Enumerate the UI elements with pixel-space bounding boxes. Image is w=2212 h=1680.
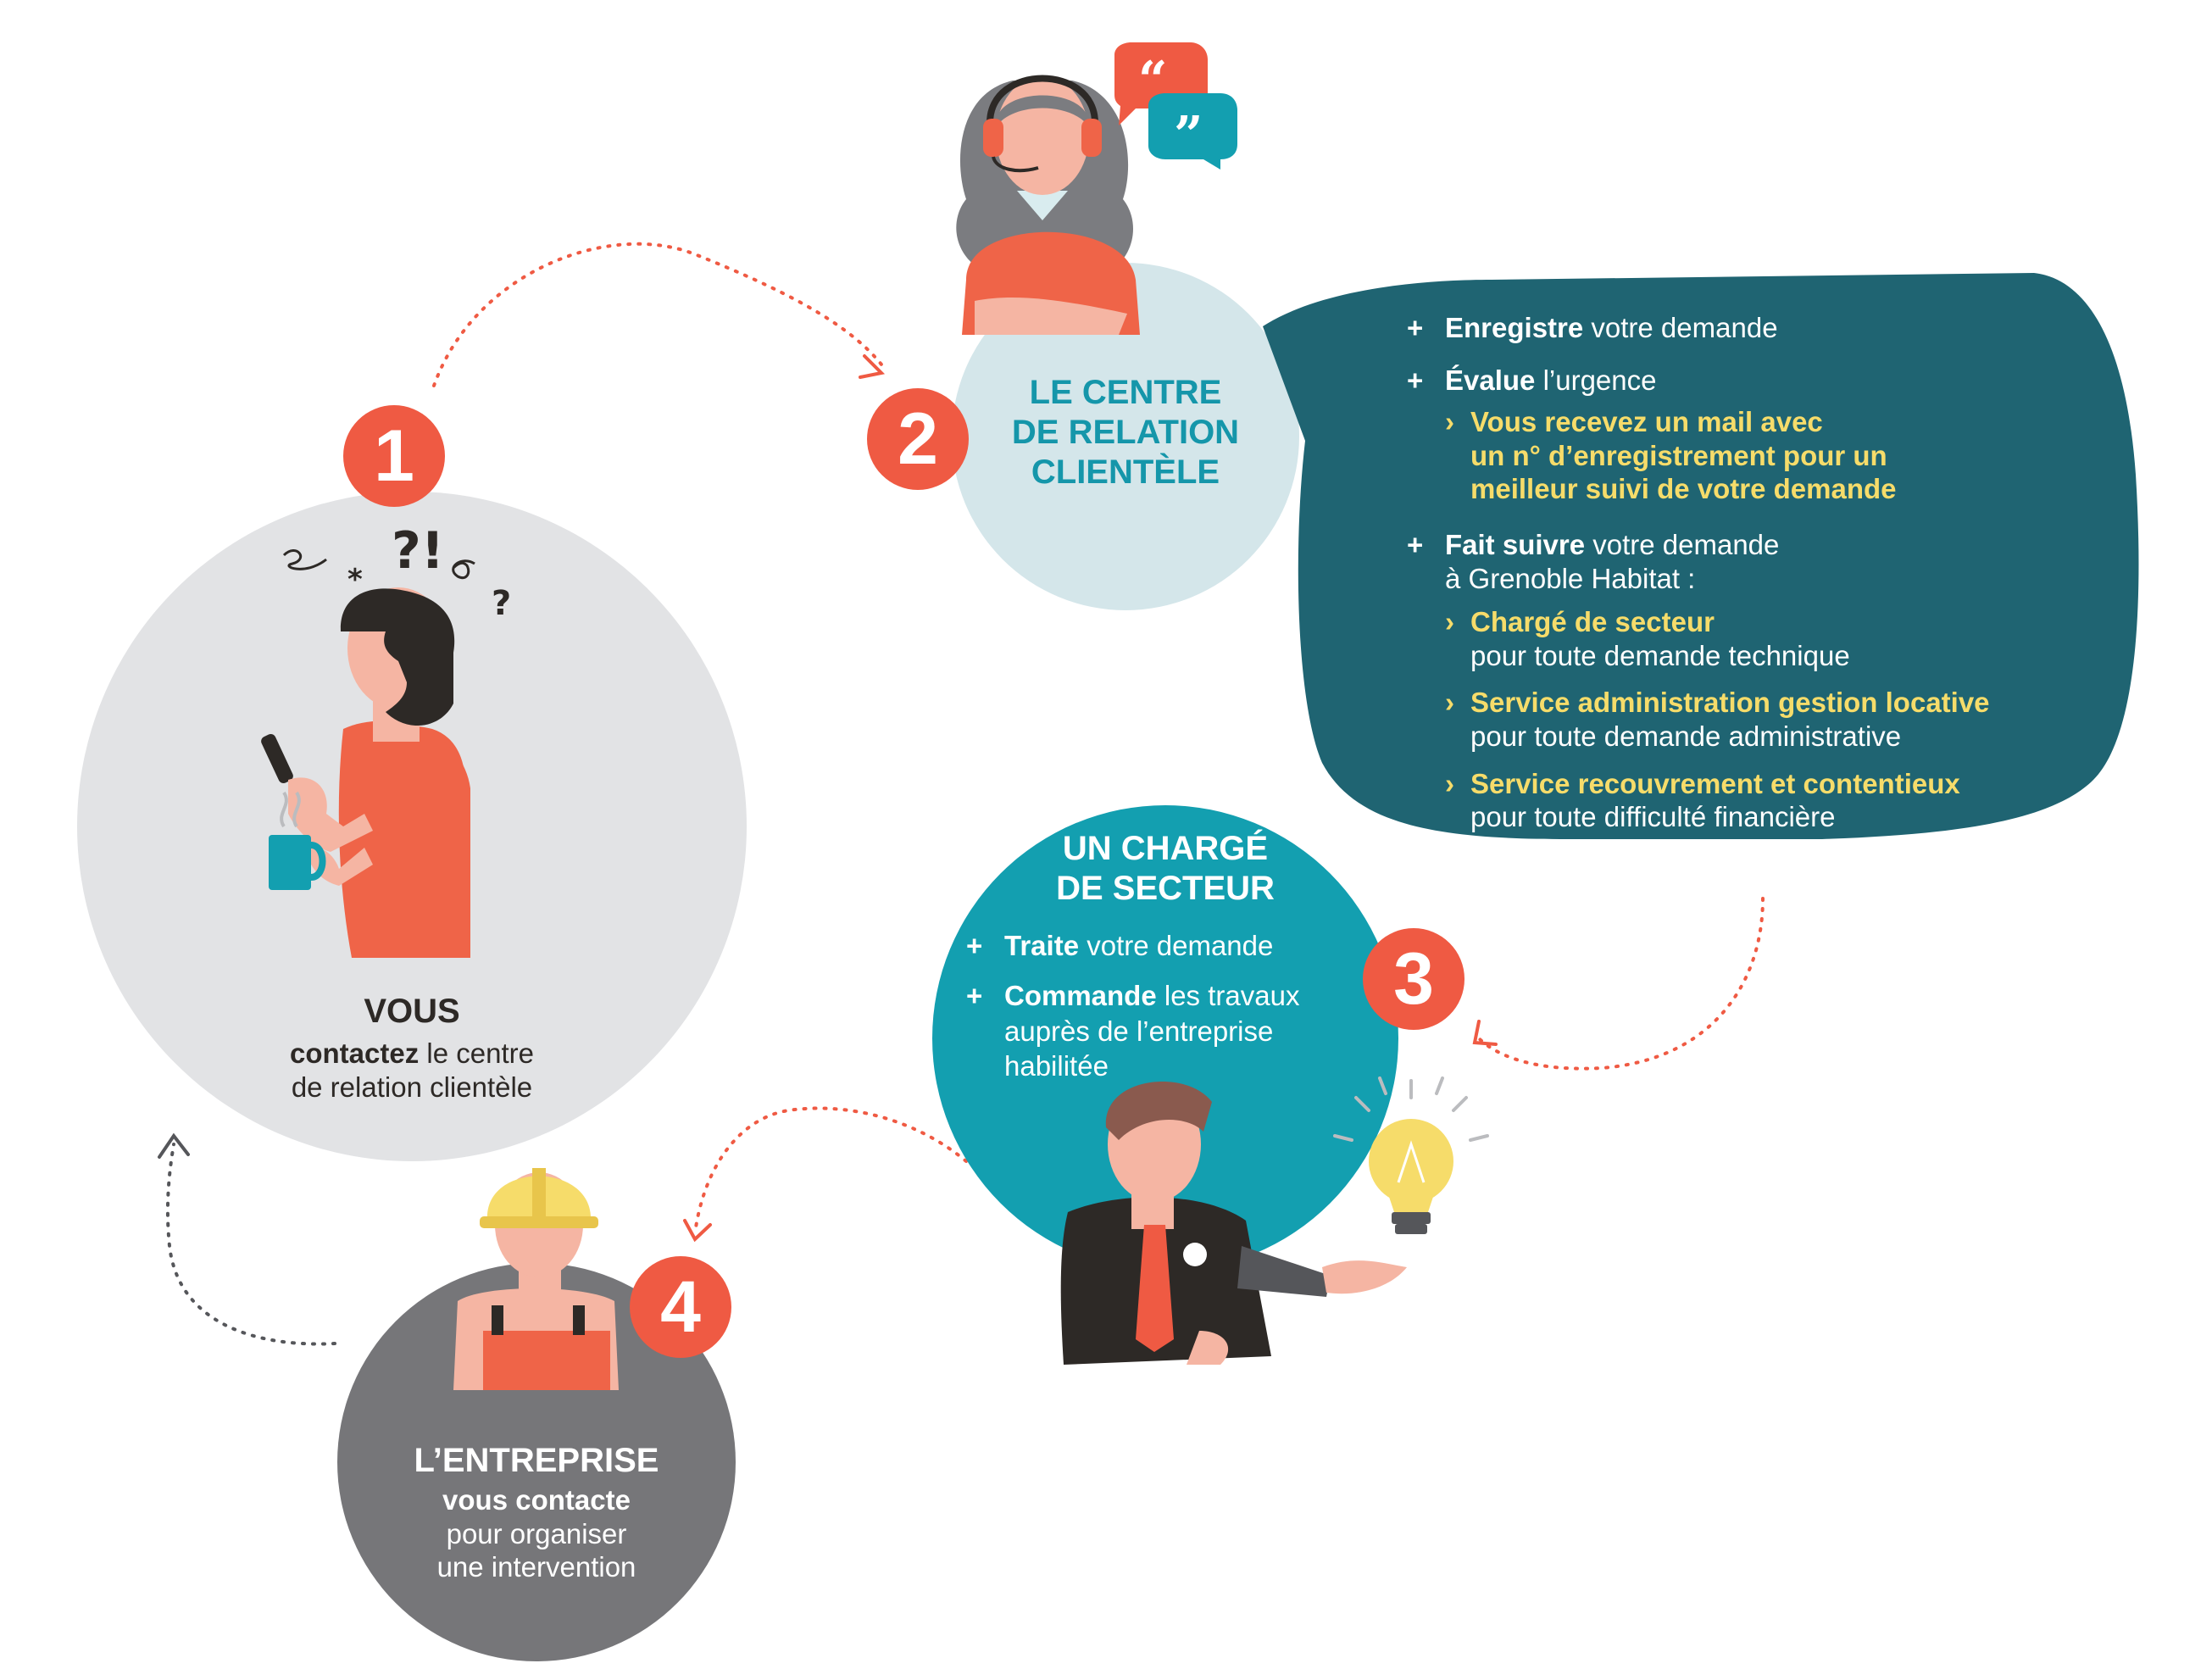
step-3-items: + Traite votre demande + Commande les tr… — [966, 928, 1364, 1083]
step-4-title: L’ENTREPRISE — [414, 1442, 659, 1479]
bubble-sub-desc: pour toute demande administrative — [1470, 720, 1902, 752]
step-3-item-rest: les travaux — [1156, 980, 1300, 1012]
svg-text:*: * — [347, 563, 363, 597]
chevron-right-icon: › — [1445, 406, 1454, 438]
svg-text:”: ” — [1174, 106, 1203, 165]
chevron-right-icon: › — [1445, 767, 1454, 799]
plus-icon: + — [966, 980, 983, 1012]
circle-step-4 — [337, 1263, 736, 1661]
bubble-sub-line: un n° d’enregistrement pour un — [1470, 439, 1887, 471]
bubble-item-register: + Enregistre votre demande — [1407, 311, 2110, 345]
bubble-item-bold: Évalue — [1445, 364, 1536, 396]
chevron-right-icon: › — [1445, 606, 1454, 638]
info-speech-bubble — [1263, 273, 2139, 839]
bubble-sub-desc: pour toute difficulté financière — [1470, 801, 1836, 833]
arrowhead-1 — [158, 1132, 190, 1159]
step-3-title: UN CHARGÉ DE SECTEUR — [996, 829, 1335, 909]
step-2-title-line: LE CENTRE — [1029, 374, 1222, 411]
arrowhead-4 — [683, 1219, 712, 1243]
sector-manager-with-lightbulb-icon — [1060, 1076, 1489, 1365]
bubble-sub-admin: › Service administration gestion locativ… — [1445, 686, 2110, 753]
bubble-sub-title: Service administration gestion locative — [1470, 687, 1990, 719]
bubble-sub-line: meilleur suivi de votre demande — [1470, 473, 1897, 505]
bubble-content: + Enregistre votre demande + Évalue l’ur… — [1407, 311, 2110, 834]
bubble-item-rest: votre demande — [1583, 312, 1778, 343]
chevron-right-icon: › — [1445, 687, 1454, 719]
step-1-title: VOUS — [364, 993, 460, 1030]
bubble-item-bold: Enregistre — [1445, 312, 1584, 343]
step-3-item-bold: Traite — [1004, 930, 1080, 961]
step-1-line2: de relation clientèle — [291, 1071, 533, 1103]
plus-icon: + — [1407, 312, 1424, 343]
bubble-item-forward: + Fait suivre votre demande à Grenoble H… — [1407, 528, 2110, 595]
step-1-bold: contactez — [290, 1037, 420, 1069]
step-2-title-line: DE RELATION — [1011, 414, 1240, 452]
bubble-item-evaluate: + Évalue l’urgence — [1407, 364, 2110, 398]
step-3-title-line: DE SECTEUR — [1056, 870, 1275, 908]
bubble-item-rest2: à Grenoble Habitat : — [1445, 562, 1696, 594]
bubble-sub-title: Service recouvrement et contentieux — [1470, 767, 1960, 799]
bubble-sub-sector: › Chargé de secteur pour toute demande t… — [1445, 605, 2110, 672]
step-4-line3: une intervention — [436, 1551, 636, 1583]
person-with-phone-and-mug-icon: * ?! ? — [261, 521, 511, 958]
plus-icon: + — [966, 930, 983, 961]
bubble-item-rest: l’urgence — [1535, 364, 1657, 396]
step-3-badge: 3 — [1363, 928, 1464, 1030]
step-3-item-line: auprès de l’entreprise — [1004, 1015, 1274, 1047]
call-center-agent-icon: “ ” — [956, 42, 1237, 335]
step-3-item-line: habilitée — [1004, 1049, 1109, 1082]
step-3-item-process: + Traite votre demande — [966, 928, 1364, 963]
step-1-rest: le centre — [419, 1037, 534, 1069]
bubble-item-bold: Fait suivre — [1445, 528, 1586, 560]
step-4-description: vous contacte pour organiser une interve… — [367, 1483, 706, 1584]
step-3-item-order: + Commande les travaux auprès de l’entre… — [966, 978, 1364, 1083]
step-4-line1: vous contacte — [442, 1484, 631, 1516]
plus-icon: + — [1407, 528, 1424, 560]
arrowhead-2 — [859, 354, 886, 379]
step-1-badge: 1 — [343, 405, 445, 507]
step-4-line2: pour organiser — [446, 1517, 627, 1549]
arrow-3-to-4 — [693, 1106, 968, 1235]
svg-text:?: ? — [492, 584, 511, 623]
step-4-badge: 4 — [630, 1256, 731, 1358]
plus-icon: + — [1407, 364, 1424, 396]
step-1-description: contactez le centre de relation clientèl… — [208, 1037, 615, 1104]
bubble-item-rest: votre demande — [1585, 528, 1780, 560]
circle-step-2 — [952, 263, 1299, 610]
step-3-item-rest: votre demande — [1079, 930, 1274, 961]
arrowhead-3 — [1472, 1020, 1498, 1046]
step-3-title-line: UN CHARGÉ — [1062, 830, 1269, 867]
bubble-sub-title: Chargé de secteur — [1470, 606, 1715, 638]
bubble-sub-mail: › Vous recevez un mail avec un n° d’enre… — [1445, 405, 2110, 506]
arrow-4-to-1 — [165, 1143, 336, 1346]
bubble-sub-recovery: › Service recouvrement et contentieux po… — [1445, 767, 2110, 834]
construction-worker-icon — [453, 1168, 619, 1390]
bubble-sub-desc: pour toute demande technique — [1470, 639, 1850, 671]
svg-text:?!: ?! — [392, 521, 444, 581]
bubble-sub-line: Vous recevez un mail avec — [1470, 406, 1823, 438]
arrow-2-to-3 — [1477, 897, 1765, 1071]
step-3-item-bold: Commande — [1004, 980, 1157, 1012]
arrow-1-to-2 — [432, 242, 883, 387]
step-2-badge: 2 — [867, 388, 969, 490]
circle-step-3 — [932, 805, 1398, 1271]
step-2-title: LE CENTRE DE RELATION CLIENTÈLE — [973, 373, 1278, 493]
step-2-title-line: CLIENTÈLE — [1031, 453, 1220, 492]
